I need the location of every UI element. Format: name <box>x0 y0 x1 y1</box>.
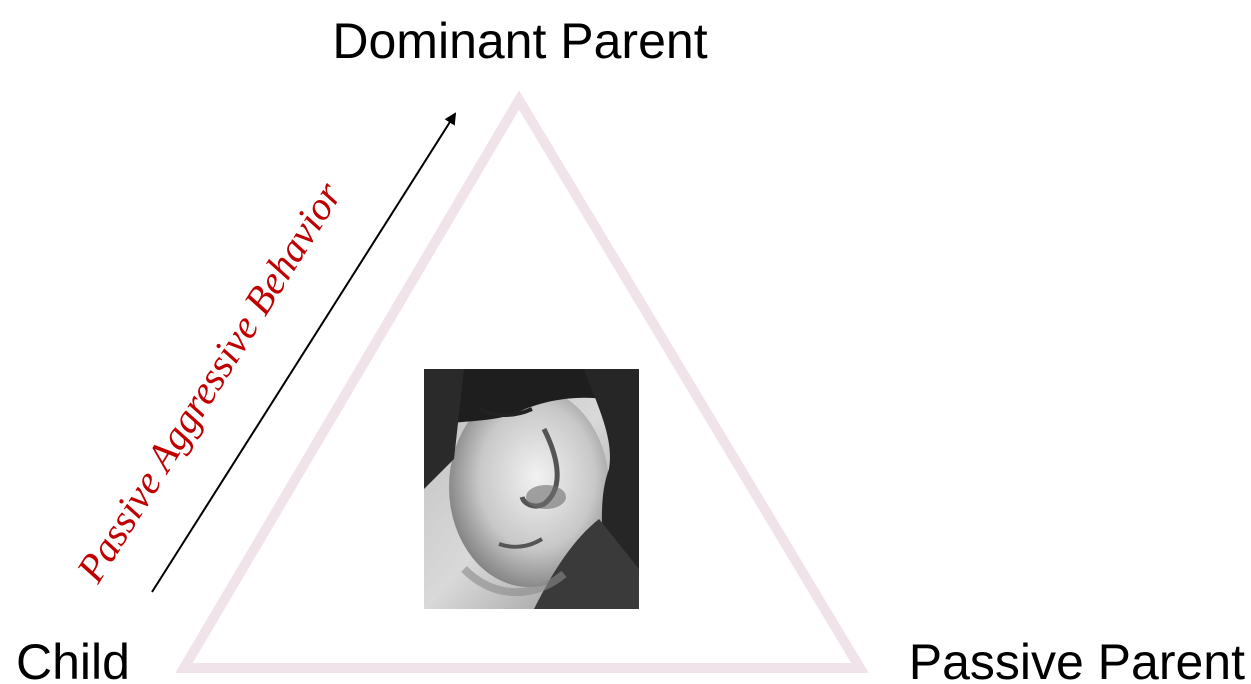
portrait-photo <box>424 369 639 609</box>
arrow-label: Passive Aggressive Behavior <box>67 174 351 591</box>
node-label-dominant-parent: Dominant Parent <box>332 13 707 69</box>
node-label-passive-parent: Passive Parent <box>909 634 1245 684</box>
triangle-outline <box>175 90 869 673</box>
passive-aggressive-arrow <box>151 112 457 593</box>
node-label-child: Child <box>16 634 130 684</box>
